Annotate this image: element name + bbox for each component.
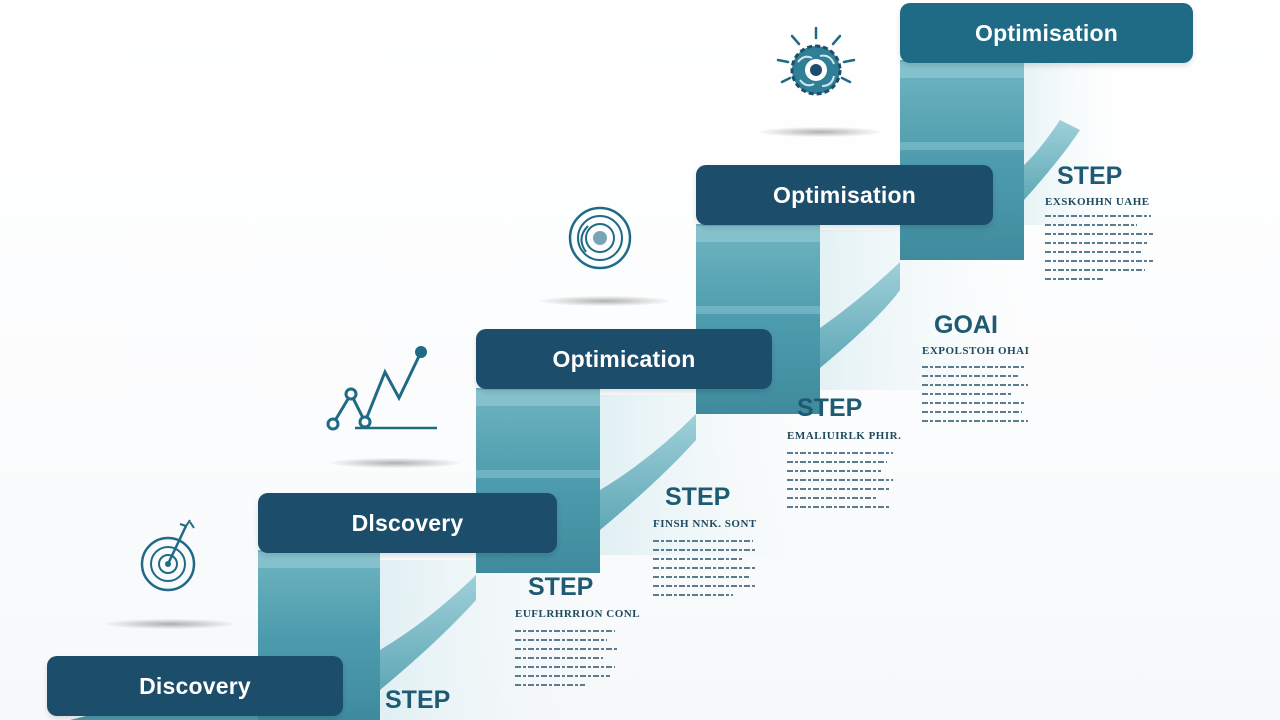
step-label-optimisation-3: Optimisation	[900, 3, 1193, 63]
brain-gear-icon	[776, 26, 856, 96]
annotation-subtitle-6: EXSKOHHN UAHE	[1045, 196, 1150, 208]
icon-shadow-1	[105, 619, 235, 629]
annotation-body-6	[1045, 215, 1155, 287]
step-label-discovery-1: Discovery	[47, 656, 343, 716]
annotation-subtitle-3: FINSH NNK. SONT	[653, 518, 757, 530]
annotation-subtitle-2: EUFLRHRRION CONL	[515, 608, 641, 620]
icon-shadow-3	[540, 296, 670, 306]
annotation-title-3: STEP	[665, 483, 731, 511]
growth-chart-icon	[326, 346, 437, 431]
annotation-title-4: STEP	[797, 394, 863, 422]
annotation-subtitle-4: EMALIUIRLK PHIR.	[787, 430, 902, 442]
icon-shadow-4	[760, 127, 880, 137]
annotation-body-goal	[922, 366, 1030, 429]
annotation-subtitle-goal: EXPOLSTOH OHAI	[922, 345, 1030, 357]
annotation-body-3	[653, 540, 758, 603]
annotation-body-4	[787, 452, 895, 515]
target-icon	[140, 519, 196, 592]
step-label-optimisation-1: Optimication	[476, 329, 772, 389]
step-label-optimisation-2: Optimisation	[696, 165, 993, 225]
annotation-title-1: STEP	[385, 686, 451, 714]
annotation-body-2	[515, 630, 620, 693]
icon-shadow-2	[330, 458, 460, 468]
annotation-title-2: STEP	[528, 573, 594, 601]
spiral-icon	[568, 206, 632, 270]
annotation-title-goal: GOAI	[934, 311, 998, 339]
step-label-discovery-2: Dlscovery	[258, 493, 557, 553]
annotation-title-6: STEP	[1057, 162, 1123, 190]
